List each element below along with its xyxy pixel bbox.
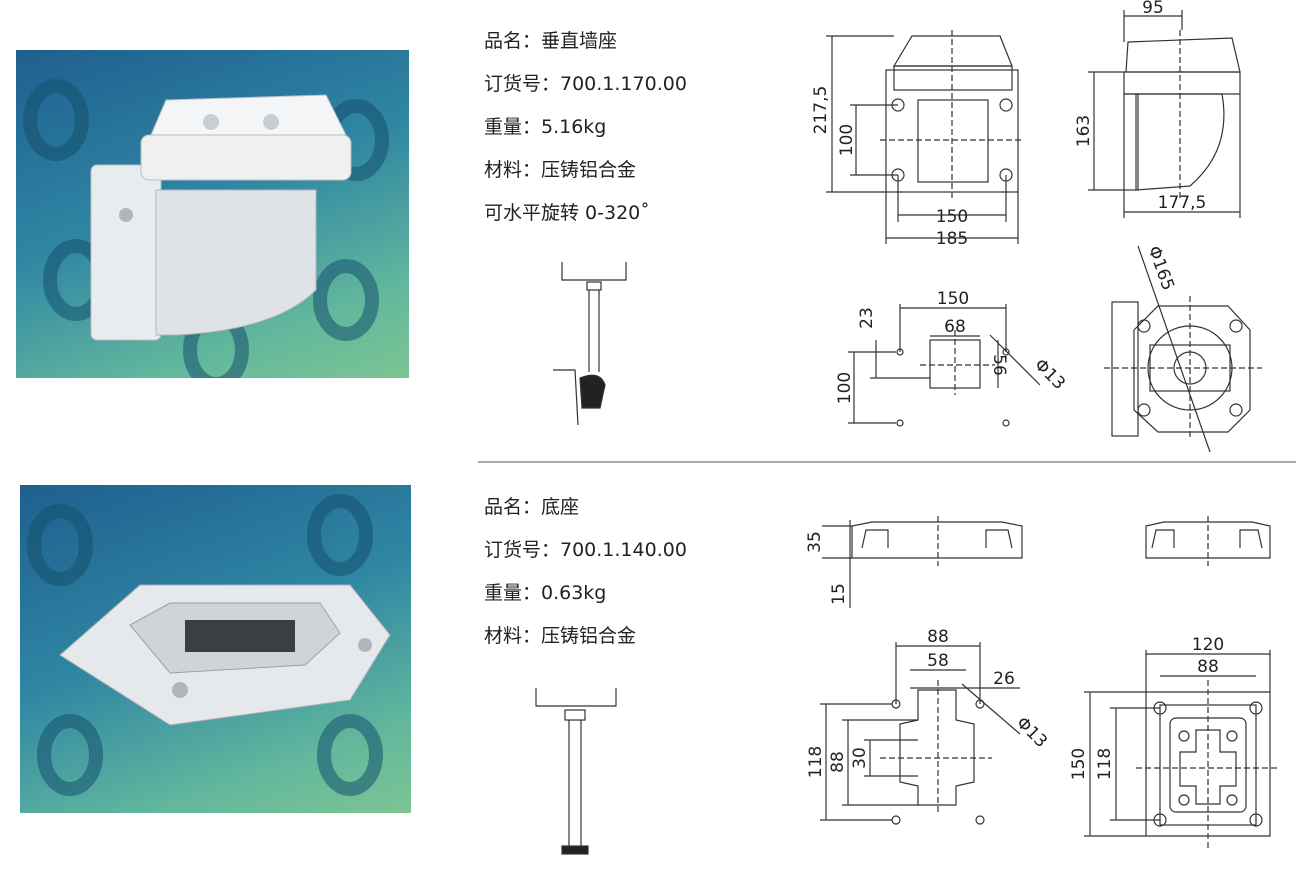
product-photo-wall-mount bbox=[16, 50, 409, 378]
dim-holes-height-left: 100 bbox=[835, 372, 855, 404]
wall-mount-pole-sketch bbox=[553, 262, 627, 426]
base-side-view-1 bbox=[822, 516, 1023, 608]
dim-base-holes-w2: 58 bbox=[927, 651, 949, 671]
dim-base-top-h1: 150 bbox=[1069, 748, 1089, 780]
dim-base-holes-h3: 30 bbox=[850, 747, 870, 769]
base-pole-sketch bbox=[535, 688, 617, 855]
wall-mount-side-view bbox=[1088, 10, 1241, 218]
dim-holes-height-inner: 56 bbox=[989, 354, 1009, 376]
dim-base-top-w1: 120 bbox=[1192, 635, 1224, 655]
base-top-view bbox=[1084, 650, 1280, 848]
weight: 重量：0.63kg bbox=[484, 582, 607, 604]
dim-base-holes-w3: 26 bbox=[993, 669, 1015, 689]
section-divider bbox=[478, 461, 1296, 463]
dim-bottom-circle: Φ165 bbox=[1143, 243, 1177, 293]
base-illustration bbox=[27, 494, 391, 796]
wall-mount-hole-pattern bbox=[848, 304, 1041, 427]
dim-front-height-inner: 100 bbox=[837, 124, 857, 156]
dim-base-holes-h2: 88 bbox=[828, 751, 848, 773]
dim-front-width-total: 185 bbox=[936, 229, 968, 249]
dim-holes-offset: 23 bbox=[857, 307, 877, 329]
dim-base-holes-w1: 88 bbox=[927, 627, 949, 647]
dim-base-holes-h1: 118 bbox=[806, 746, 826, 778]
base-hole-pattern bbox=[820, 642, 1021, 825]
wall-mount-front-view bbox=[826, 30, 1024, 244]
wall-mount-illustration bbox=[23, 79, 389, 378]
product-photo-base bbox=[20, 485, 411, 813]
dim-holes-width-outer: 150 bbox=[937, 289, 969, 309]
material: 材料：压铸铝合金 bbox=[484, 625, 637, 647]
product-info-base: 品名：底座 订货号：700.1.140.00 重量：0.63kg 材料：压铸铝合… bbox=[484, 494, 687, 666]
order-number: 订货号：700.1.140.00 bbox=[484, 539, 687, 561]
dim-side-height: 163 bbox=[1074, 115, 1094, 147]
dim-base-height-2: 15 bbox=[829, 583, 849, 605]
dim-side-top: 95 bbox=[1142, 0, 1164, 18]
dim-front-width-inner: 150 bbox=[936, 207, 968, 227]
wall-mount-bottom-view bbox=[1104, 245, 1262, 453]
dim-base-top-w2: 88 bbox=[1197, 657, 1219, 677]
dim-front-height-total: 217,5 bbox=[811, 86, 831, 135]
weight: 重量：5.16kg bbox=[484, 116, 607, 138]
dim-side-width: 177,5 bbox=[1158, 193, 1207, 213]
base-side-view-2 bbox=[1145, 516, 1271, 566]
order-number: 订货号：700.1.170.00 bbox=[484, 73, 687, 95]
product-info-wall-mount: 品名：垂直墙座 订货号：700.1.170.00 重量：5.16kg 材料：压铸… bbox=[484, 28, 687, 243]
dim-base-top-h2: 118 bbox=[1095, 748, 1115, 780]
product-name: 品名：垂直墙座 bbox=[484, 30, 618, 52]
dim-holes-width-inner: 68 bbox=[944, 317, 966, 337]
logo-pattern bbox=[27, 494, 383, 796]
dim-base-height-1: 35 bbox=[805, 531, 825, 553]
material: 材料：压铸铝合金 bbox=[484, 159, 637, 181]
dim-base-holes-diameter: Φ13 bbox=[1012, 713, 1051, 752]
product-name: 品名：底座 bbox=[484, 496, 580, 518]
dim-holes-diameter: Φ13 bbox=[1030, 355, 1069, 394]
rotation-range: 可水平旋转 0-320˚ bbox=[484, 202, 650, 224]
